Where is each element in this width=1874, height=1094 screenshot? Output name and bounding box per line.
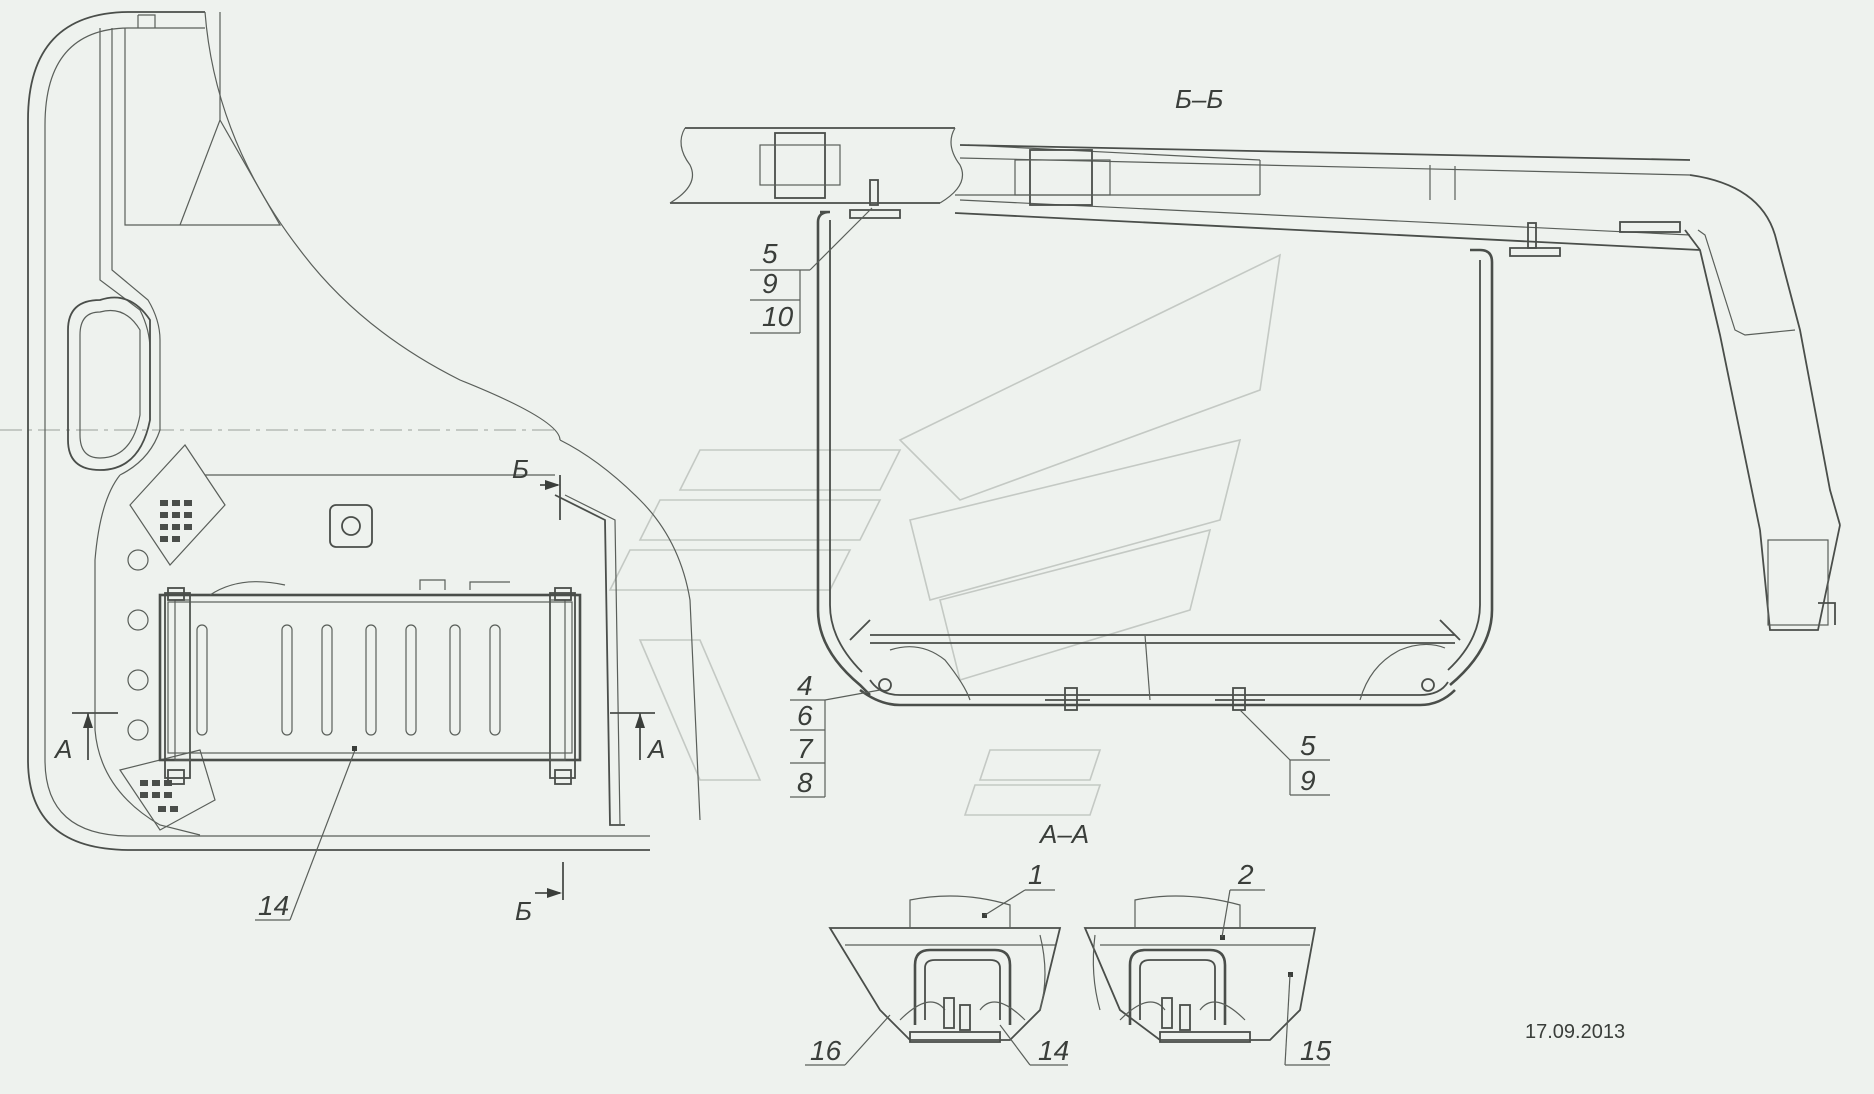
section-bb: Б–Б bbox=[669, 84, 1841, 711]
callout-9-bottom: 9 bbox=[1300, 765, 1316, 796]
callout-14-plan: 14 bbox=[258, 890, 289, 921]
callout-4: 4 bbox=[797, 670, 813, 701]
callout-6: 6 bbox=[797, 700, 813, 731]
callouts-aa: 1 2 16 14 15 bbox=[805, 859, 1332, 1066]
callout-10-top: 10 bbox=[762, 301, 794, 332]
callout-15: 15 bbox=[1300, 1035, 1332, 1066]
callout-5-top: 5 bbox=[762, 238, 778, 269]
cut-label-b-top: Б bbox=[512, 454, 529, 484]
watermark-logo bbox=[608, 253, 1282, 816]
callout-2: 2 bbox=[1237, 859, 1254, 890]
section-aa: А–А bbox=[828, 819, 1317, 1043]
section-title-bb: Б–Б bbox=[1175, 84, 1223, 114]
callout-8: 8 bbox=[797, 767, 813, 798]
callout-5-bottom: 5 bbox=[1300, 730, 1316, 761]
cut-label-a-left: А bbox=[53, 734, 72, 764]
plan-view: Б Б А А 14 bbox=[0, 11, 701, 926]
callout-7: 7 bbox=[797, 733, 814, 764]
callout-9-top: 9 bbox=[762, 268, 778, 299]
callout-14-aa: 14 bbox=[1038, 1035, 1069, 1066]
cut-label-b-bottom: Б bbox=[515, 896, 532, 926]
section-title-aa: А–А bbox=[1038, 819, 1089, 849]
callout-1: 1 bbox=[1028, 859, 1044, 890]
cut-label-a-right: А bbox=[646, 734, 665, 764]
callouts-bb: 5 9 10 4 6 7 8 5 9 bbox=[750, 207, 1330, 798]
drawing-date: 17.09.2013 bbox=[1525, 1021, 1625, 1043]
battery-box bbox=[158, 579, 582, 785]
callout-16: 16 bbox=[810, 1035, 842, 1066]
